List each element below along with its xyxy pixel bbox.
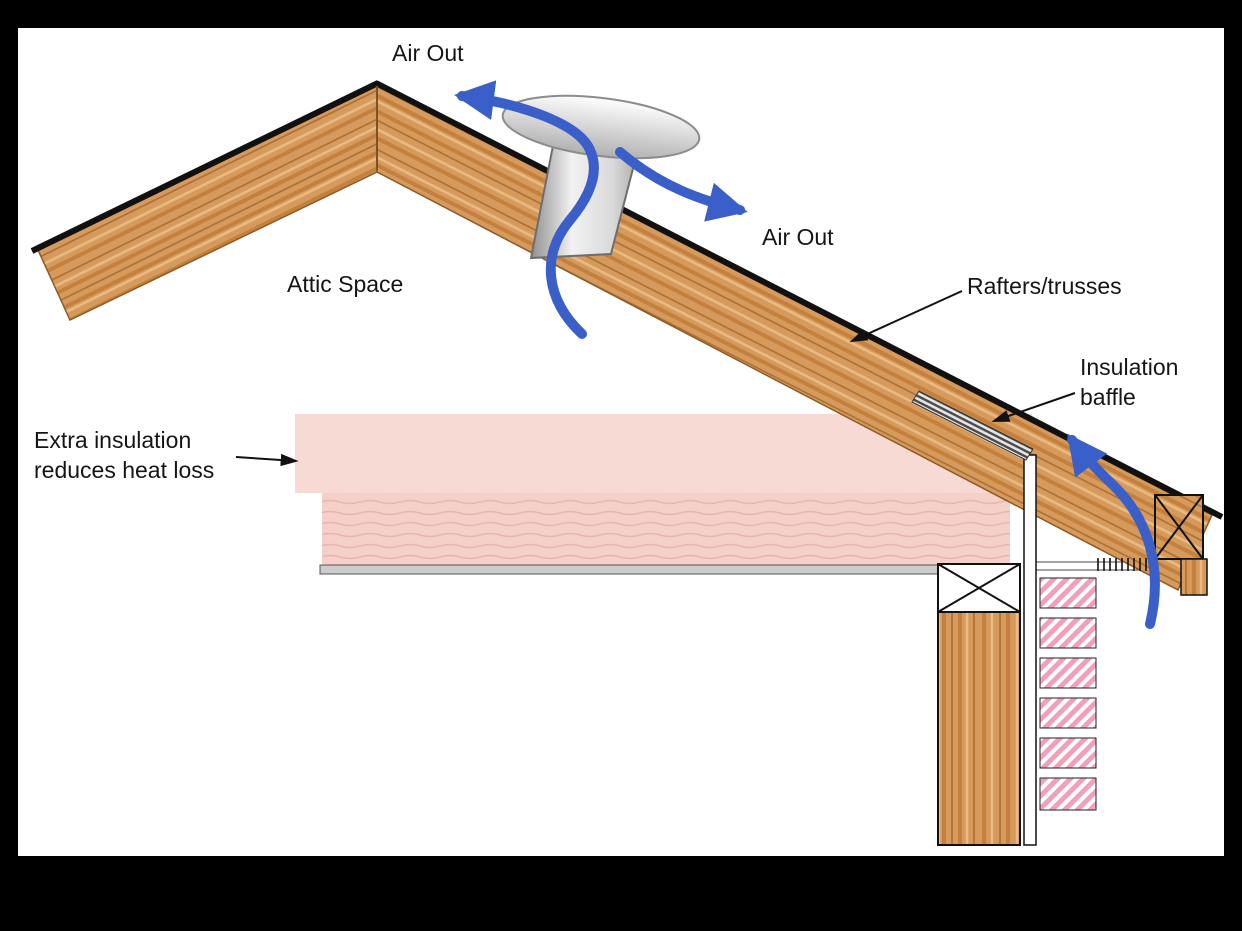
soffit-vent-slots <box>1097 558 1153 571</box>
label-extra-insulation-line1: Extra insulation <box>34 427 192 453</box>
fascia-block <box>1180 558 1208 596</box>
insulation-baffle-strip <box>911 390 1034 461</box>
label-air-out-right: Air Out <box>762 224 834 250</box>
label-rafters-trusses: Rafters/trusses <box>967 273 1122 299</box>
wall-stud <box>937 611 1021 846</box>
exterior-wall <box>937 454 1097 846</box>
label-extra-insulation: Extra insulation reduces heat loss <box>34 425 214 485</box>
extra-insulation-callout-arrow <box>235 453 299 467</box>
callout-arrows <box>235 290 1076 467</box>
label-insulation-baffle: Insulation baffle <box>1080 352 1178 412</box>
label-air-out-top: Air Out <box>392 40 464 66</box>
attic-insulation <box>295 414 1032 567</box>
label-insulation-baffle-line1: Insulation <box>1080 354 1179 380</box>
label-extra-insulation-line2: reduces heat loss <box>34 457 215 483</box>
vent-cap <box>501 94 701 160</box>
airflow-out-right-arrow <box>615 147 748 222</box>
airflow-out-left-arrow <box>454 80 599 339</box>
airflow-in-soffit-arrow <box>1067 433 1160 629</box>
eave-detail <box>1097 494 1208 596</box>
baffle-callout-arrow <box>991 392 1076 422</box>
label-attic-space: Attic Space <box>287 271 404 297</box>
ceiling-board <box>319 564 945 575</box>
wall-insulation-batts <box>1039 577 1097 811</box>
label-insulation-baffle-line2: baffle <box>1080 384 1136 410</box>
wall-sheathing <box>1023 454 1037 846</box>
rafters-callout-arrow <box>849 290 963 343</box>
airflow-arrows <box>454 80 1160 629</box>
